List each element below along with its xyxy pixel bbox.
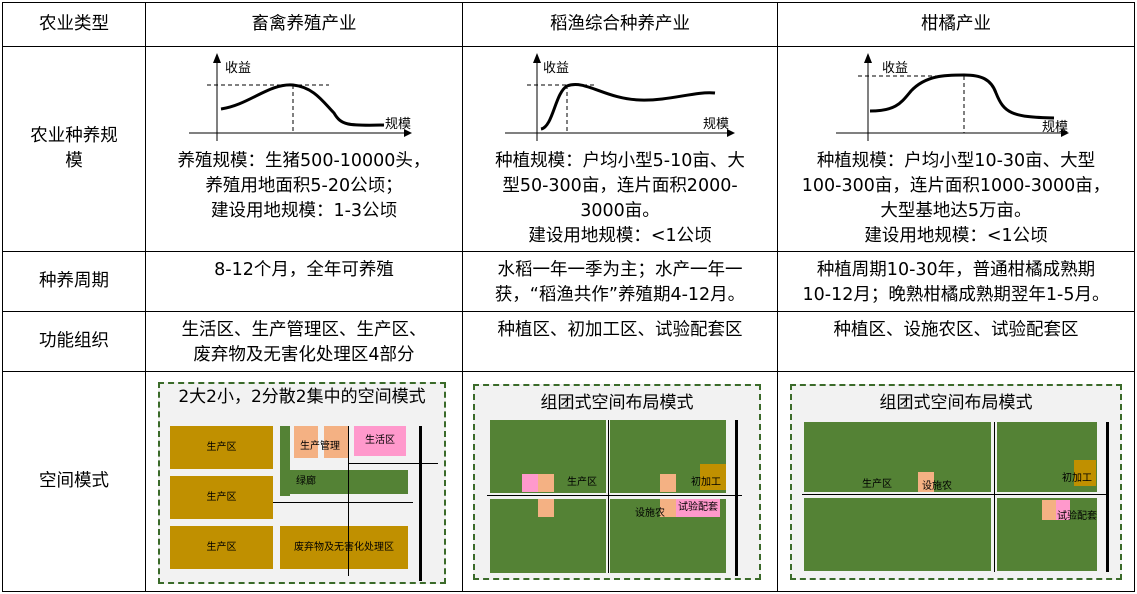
facility-block bbox=[918, 472, 934, 492]
label-facility: 设施农 bbox=[922, 481, 952, 492]
plot-sw bbox=[804, 498, 991, 571]
zone-production-1: 生产区 bbox=[170, 426, 273, 469]
svg-text:收益: 收益 bbox=[225, 61, 251, 76]
header-rice-fish: 稻渔综合种养产业 bbox=[462, 2, 778, 47]
main-road bbox=[419, 426, 422, 581]
scale-citrus-line4: 建设用地规模：<1公顷 bbox=[864, 226, 1048, 246]
spatial-livestock: 2大2小，2分散2集中的空间模式 生产区 生产区 生产区 绿廊 生产管理 生活区… bbox=[145, 371, 463, 592]
function-livestock-line2: 废弃物及无害化处理区4部分 bbox=[193, 345, 415, 365]
row-label-function: 功能组织 bbox=[2, 311, 146, 372]
scale-livestock-line1: 养殖规模：生猪500-10000头， bbox=[177, 151, 431, 171]
road-vertical bbox=[348, 426, 349, 576]
cycle-citrus: 种植周期10-30年，普通柑橘成熟期 10-12月；晚熟柑橘成熟期翌年1-5月。 bbox=[777, 251, 1135, 312]
benefit-curve-livestock: 收益 规模 bbox=[189, 53, 412, 141]
spatial-citrus: 组团式空间布局模式 生产区 设施农 初加工 试验配套 bbox=[777, 371, 1135, 592]
label-facility: 设施农 bbox=[635, 508, 665, 519]
road-horizontal-lower bbox=[273, 502, 413, 503]
zone-management-label: 生产管理 bbox=[300, 441, 340, 452]
svg-text:收益: 收益 bbox=[543, 61, 569, 76]
spatial-rice-title: 组团式空间布局模式 bbox=[540, 393, 694, 413]
scale-citrus: 收益 规模 种植规模：户均小型10-30亩、大型 100-300亩，连片面积10… bbox=[777, 46, 1135, 252]
zone-production-2: 生产区 bbox=[170, 476, 273, 519]
benefit-curve-rice-fish: 收益 规模 bbox=[505, 53, 735, 141]
label-test: 试验配套 bbox=[1057, 511, 1097, 522]
row-label-cycle: 种养周期 bbox=[2, 251, 146, 312]
road-v bbox=[994, 422, 995, 572]
processing-block bbox=[1074, 460, 1096, 486]
scale-rice-line4: 建设用地规模：<1公顷 bbox=[528, 226, 712, 246]
zone-processing-bg bbox=[700, 464, 726, 490]
scale-citrus-line3: 大型基地达5万亩。 bbox=[880, 201, 1032, 221]
road-horizontal-upper bbox=[348, 463, 438, 464]
function-livestock: 生活区、生产管理区、生产区、 废弃物及无害化处理区4部分 bbox=[145, 311, 463, 372]
header-livestock: 畜禽养殖产业 bbox=[145, 2, 463, 47]
test-block-a bbox=[522, 474, 538, 492]
scale-livestock-line2: 养殖用地面积5-20公顷； bbox=[205, 176, 403, 196]
cycle-rice-line1: 水稻一年一季为主；水产一年一 bbox=[497, 260, 743, 280]
cycle-rice-line2: 获，“稻渔共作”养殖期4-12月。 bbox=[494, 285, 746, 305]
header-type: 农业类型 bbox=[2, 2, 146, 47]
cycle-livestock: 8-12个月，全年可养殖 bbox=[145, 251, 463, 312]
label-production: 生产区 bbox=[567, 477, 597, 488]
label-production: 生产区 bbox=[862, 479, 892, 490]
svg-text:规模: 规模 bbox=[385, 117, 411, 132]
road-h bbox=[487, 495, 742, 496]
svg-text:规模: 规模 bbox=[1042, 120, 1068, 135]
row-label-spatial: 空间模式 bbox=[2, 371, 146, 592]
scale-livestock-line3: 建设用地规模：1-3公顷 bbox=[210, 201, 398, 221]
zone-management-a bbox=[294, 426, 318, 458]
greenbelt-vertical bbox=[280, 426, 290, 496]
salmon-block-a bbox=[538, 474, 554, 492]
cycle-rice-fish: 水稻一年一季为主；水产一年一 获，“稻渔共作”养殖期4-12月。 bbox=[462, 251, 778, 312]
scale-rice-line1: 种植规模：户均小型5-10亩、大 bbox=[495, 151, 745, 171]
spatial-rice-frame: 组团式空间布局模式 生产区 设施农 试验配套 bbox=[473, 384, 761, 580]
cycle-citrus-line2: 10-12月；晚熟柑橘成熟期翌年1-5月。 bbox=[802, 285, 1110, 305]
salmon-block bbox=[1042, 500, 1056, 520]
road-v bbox=[608, 420, 609, 573]
spatial-citrus-frame: 组团式空间布局模式 生产区 设施农 初加工 试验配套 bbox=[790, 384, 1122, 580]
function-citrus: 种植区、设施农区、试验配套区 bbox=[777, 311, 1135, 372]
main-road bbox=[735, 420, 738, 576]
zone-waste-treatment: 废弃物及无害化处理区 bbox=[280, 526, 408, 569]
zone-management-b bbox=[324, 426, 348, 458]
cycle-citrus-line1: 种植周期10-30年，普通柑橘成熟期 bbox=[816, 260, 1096, 280]
scale-citrus-line2: 100-300亩，连片面积1000-3000亩， bbox=[801, 176, 1111, 196]
plot-nw bbox=[804, 422, 991, 492]
scale-livestock: 收益 规模 养殖规模：生猪500-10000头， 养殖用地面积5-20公顷； 建… bbox=[145, 46, 463, 252]
label-processing: 初加工 bbox=[1062, 473, 1092, 484]
zone-living: 生活区 bbox=[354, 426, 406, 456]
road-h bbox=[802, 494, 1107, 495]
main-road bbox=[1106, 422, 1109, 572]
scale-rice-line3: 3000亩。 bbox=[580, 201, 660, 221]
row-label-scale: 农业种养规模 bbox=[2, 46, 146, 252]
header-citrus: 柑橘产业 bbox=[777, 2, 1135, 47]
salmon-block-b bbox=[538, 499, 554, 517]
function-rice-fish: 种植区、初加工区、试验配套区 bbox=[462, 311, 778, 372]
function-livestock-line1: 生活区、生产管理区、生产区、 bbox=[181, 320, 427, 340]
zone-production-3: 生产区 bbox=[170, 526, 273, 569]
zone-test: 试验配套 bbox=[676, 499, 720, 517]
scale-rice-fish: 收益 规模 种植规模：户均小型5-10亩、大 型50-300亩，连片面积2000… bbox=[462, 46, 778, 252]
pink-block bbox=[1056, 500, 1070, 520]
scale-citrus-line1: 种植规模：户均小型10-30亩、大型 bbox=[816, 151, 1096, 171]
spatial-rice-fish: 组团式空间布局模式 生产区 设施农 试验配套 bbox=[462, 371, 778, 592]
scale-rice-line2: 型50-300亩，连片面积2000- bbox=[502, 176, 738, 196]
label-processing: 初加工 bbox=[691, 477, 721, 488]
svg-text:规模: 规模 bbox=[703, 117, 729, 132]
greenbelt-zone: 绿廊 bbox=[280, 470, 408, 494]
spatial-livestock-title: 2大2小，2分散2集中的空间模式 bbox=[178, 387, 426, 407]
spatial-livestock-frame: 2大2小，2分散2集中的空间模式 生产区 生产区 生产区 绿廊 生产管理 生活区… bbox=[158, 382, 446, 584]
benefit-curve-citrus: 收益 规模 bbox=[836, 53, 1069, 141]
spatial-citrus-title: 组团式空间布局模式 bbox=[879, 393, 1033, 413]
salmon-block-c bbox=[660, 474, 676, 492]
svg-text:收益: 收益 bbox=[882, 61, 908, 76]
